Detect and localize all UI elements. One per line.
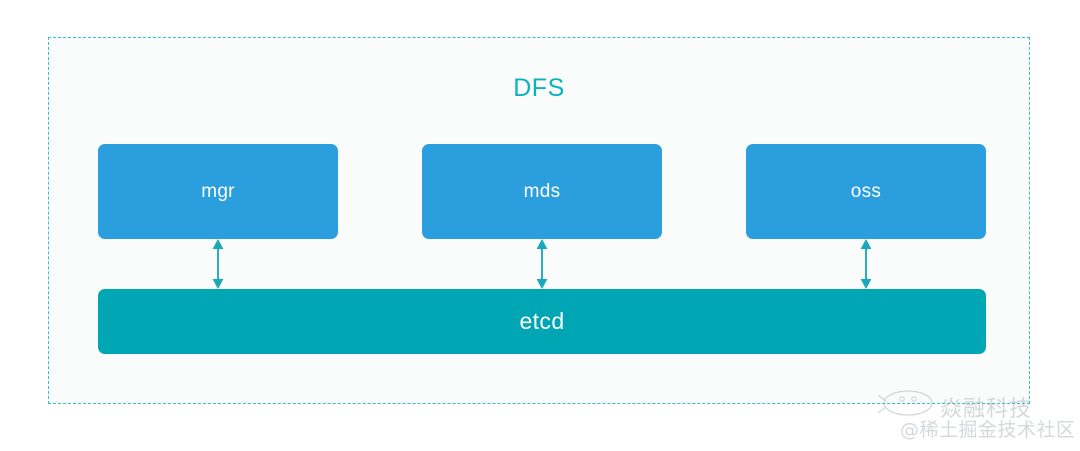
service-box-mgr-label: mgr — [201, 180, 235, 202]
dfs-boundary-container: DFS mgr mds oss etcd — [48, 37, 1030, 404]
service-box-mgr: mgr — [98, 144, 338, 239]
service-box-oss: oss — [746, 144, 986, 239]
diagram-title: DFS — [513, 74, 565, 102]
etcd-store-bar: etcd — [98, 289, 986, 354]
service-box-oss-label: oss — [850, 180, 882, 202]
etcd-store-label: etcd — [519, 308, 565, 334]
double-arrow-icon-mgr-etcd — [209, 239, 227, 289]
service-box-mds-label: mds — [523, 180, 561, 202]
service-box-mds: mds — [422, 144, 662, 239]
double-arrow-icon-mds-etcd — [533, 239, 551, 289]
watermark-community-text: @稀土掘金技术社区 — [900, 419, 1076, 441]
double-arrow-icon-oss-etcd — [857, 239, 875, 289]
